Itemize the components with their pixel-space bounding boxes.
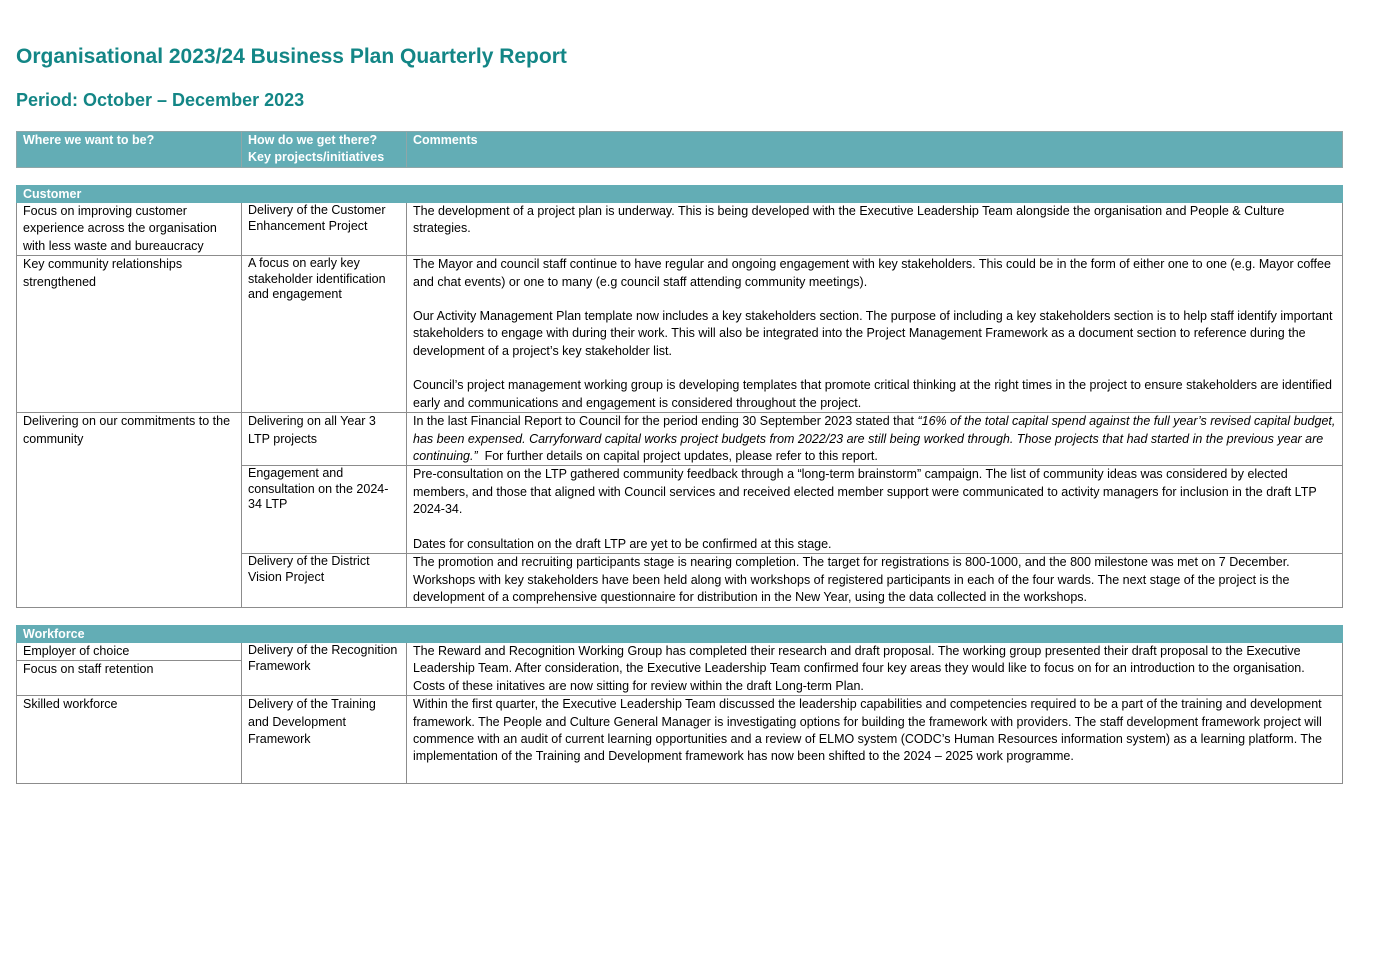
report-period: Period: October – December 2023	[16, 90, 305, 110]
where-cell: Employer of choice Focus on staff retent…	[16, 641, 242, 697]
report-title: Organisational 2023/24 Business Plan Qua…	[16, 45, 567, 68]
comment-paragraph: The development of a project plan is und…	[413, 204, 1285, 236]
comment-paragraph: Pre-consultation on the LTP gathered com…	[413, 467, 1317, 517]
where-item: Employer of choice	[17, 643, 241, 662]
where-cell: Delivering on our commitments to the com…	[16, 412, 242, 608]
table-row: Focus on improving customer experience a…	[16, 201, 1343, 257]
comment-paragraph: The Reward and Recognition Working Group…	[413, 644, 1305, 693]
header-comments: Comments	[406, 131, 1343, 168]
comments-cell: The development of a project plan is und…	[406, 201, 1343, 257]
table-row: Delivering on our commitments to the com…	[16, 412, 1343, 608]
customer-section-table: Customer Focus on improving customer exp…	[16, 185, 1343, 608]
how-cell: Delivery of the Recognition Framework	[241, 641, 407, 697]
section-label-customer: Customer	[16, 185, 1343, 203]
comment-paragraph: Our Activity Management Plan template no…	[413, 309, 1333, 358]
where-cell: Focus on improving customer experience a…	[16, 201, 242, 257]
comments-cell: Within the first quarter, the Executive …	[406, 695, 1343, 785]
table-row: Skilled workforce Delivery of the Traini…	[16, 695, 1343, 785]
table-row: Employer of choice Focus on staff retent…	[16, 641, 1343, 697]
table-row: Delivery of the District Vision Project …	[17, 553, 1343, 608]
where-cell: Skilled workforce	[16, 695, 242, 785]
comments-cell: The Mayor and council staff continue to …	[406, 255, 1343, 414]
how-cell: Delivery of the Training and Development…	[241, 695, 407, 785]
how-cell: Delivering on all Year 3 LTP projects	[241, 412, 407, 467]
comment-text: For further details on capital project u…	[477, 449, 878, 464]
comment-paragraph: The promotion and recruiting participant…	[413, 555, 1297, 605]
header-how-line2: Key projects/initiatives	[248, 150, 385, 165]
where-item: Focus on staff retention	[23, 662, 154, 677]
column-header-table: Where we want to be? How do we get there…	[16, 131, 1343, 168]
column-header-row: Where we want to be? How do we get there…	[16, 131, 1343, 168]
comments-cell: The promotion and recruiting participant…	[406, 553, 1343, 608]
workforce-section-table: Workforce Employer of choice Focus on st…	[16, 625, 1343, 785]
how-cell: A focus on early key stakeholder identif…	[241, 255, 407, 414]
header-how: How do we get there? Key projects/initia…	[241, 131, 407, 168]
comment-paragraph: The Mayor and council staff continue to …	[413, 257, 1331, 289]
section-header-row: Customer	[16, 185, 1343, 203]
table-row: Key community relationships strengthened…	[16, 255, 1343, 414]
comment-quote: “16% of the total capital spend against …	[413, 414, 1336, 464]
section-label-workforce: Workforce	[16, 625, 1343, 643]
comments-cell: In the last Financial Report to Council …	[406, 412, 1343, 467]
section-header-row: Workforce	[16, 625, 1343, 643]
header-where: Where we want to be?	[16, 131, 242, 168]
comment-paragraph: Council’s project management working gro…	[413, 378, 1333, 410]
comment-text: In the last Financial Report to Council …	[413, 414, 918, 429]
comment-paragraph: Dates for consultation on the draft LTP …	[413, 536, 832, 551]
table-row: Engagement and consultation on the 2024-…	[17, 465, 1343, 555]
comment-paragraph: Within the first quarter, the Executive …	[413, 697, 1322, 764]
how-cell: Delivery of the Customer Enhancement Pro…	[241, 201, 407, 257]
comments-cell: The Reward and Recognition Working Group…	[406, 641, 1343, 697]
where-cell: Key community relationships strengthened	[16, 255, 242, 414]
how-cell: Delivery of the District Vision Project	[241, 553, 407, 608]
how-cell: Engagement and consultation on the 2024-…	[241, 465, 407, 555]
header-how-line1: How do we get there?	[248, 133, 378, 147]
comments-cell: Pre-consultation on the LTP gathered com…	[406, 465, 1343, 555]
